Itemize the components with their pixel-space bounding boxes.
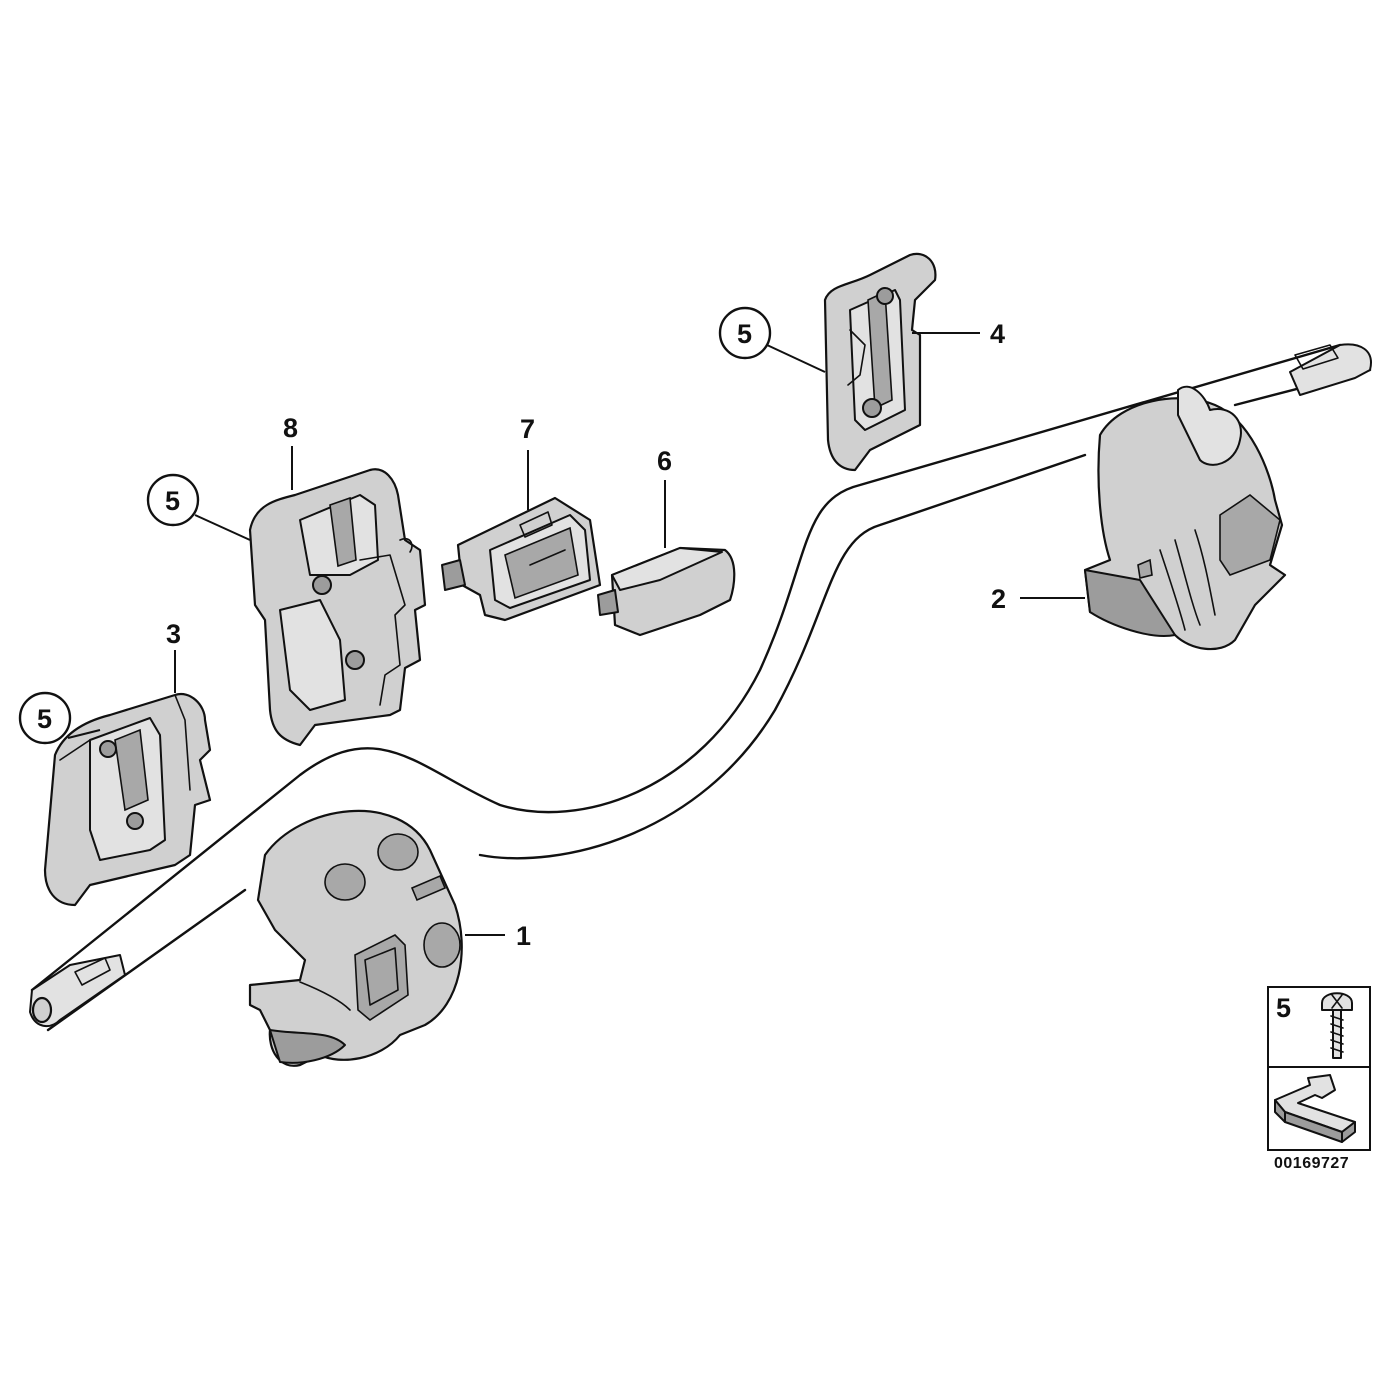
screw-icon xyxy=(1321,992,1353,1059)
switch-frame xyxy=(441,496,602,622)
switch-button xyxy=(597,546,736,637)
label-part-5-mid: 5 xyxy=(165,486,180,516)
right-cover xyxy=(823,252,937,472)
callout-circle-5-top xyxy=(718,306,772,360)
label-part-4: 4 xyxy=(990,319,1005,349)
leader-lines xyxy=(67,332,1085,936)
callout-circle-5-mid xyxy=(146,473,200,527)
right-throttle-housing xyxy=(1083,385,1287,651)
label-part-5-top: 5 xyxy=(737,319,752,349)
legend-box: 5 xyxy=(1267,986,1371,1151)
label-part-6: 6 xyxy=(657,446,672,476)
label-part-3: 3 xyxy=(166,619,181,649)
label-part-8: 8 xyxy=(283,413,298,443)
diagram-reference-number: 00169727 xyxy=(1274,1155,1349,1172)
left-cover xyxy=(43,692,212,907)
left-switch-housing xyxy=(248,809,463,1067)
label-part-7: 7 xyxy=(520,414,535,444)
direction-arrow-icon xyxy=(1274,1074,1356,1143)
label-part-5-left: 5 xyxy=(37,704,52,734)
label-part-1: 1 xyxy=(516,921,531,951)
legend-screw-number: 5 xyxy=(1276,993,1291,1023)
label-part-2: 2 xyxy=(991,584,1006,614)
middle-cover-assembly xyxy=(248,468,427,747)
handlebar xyxy=(29,343,1372,1032)
callout-circle-5-left xyxy=(18,691,72,745)
